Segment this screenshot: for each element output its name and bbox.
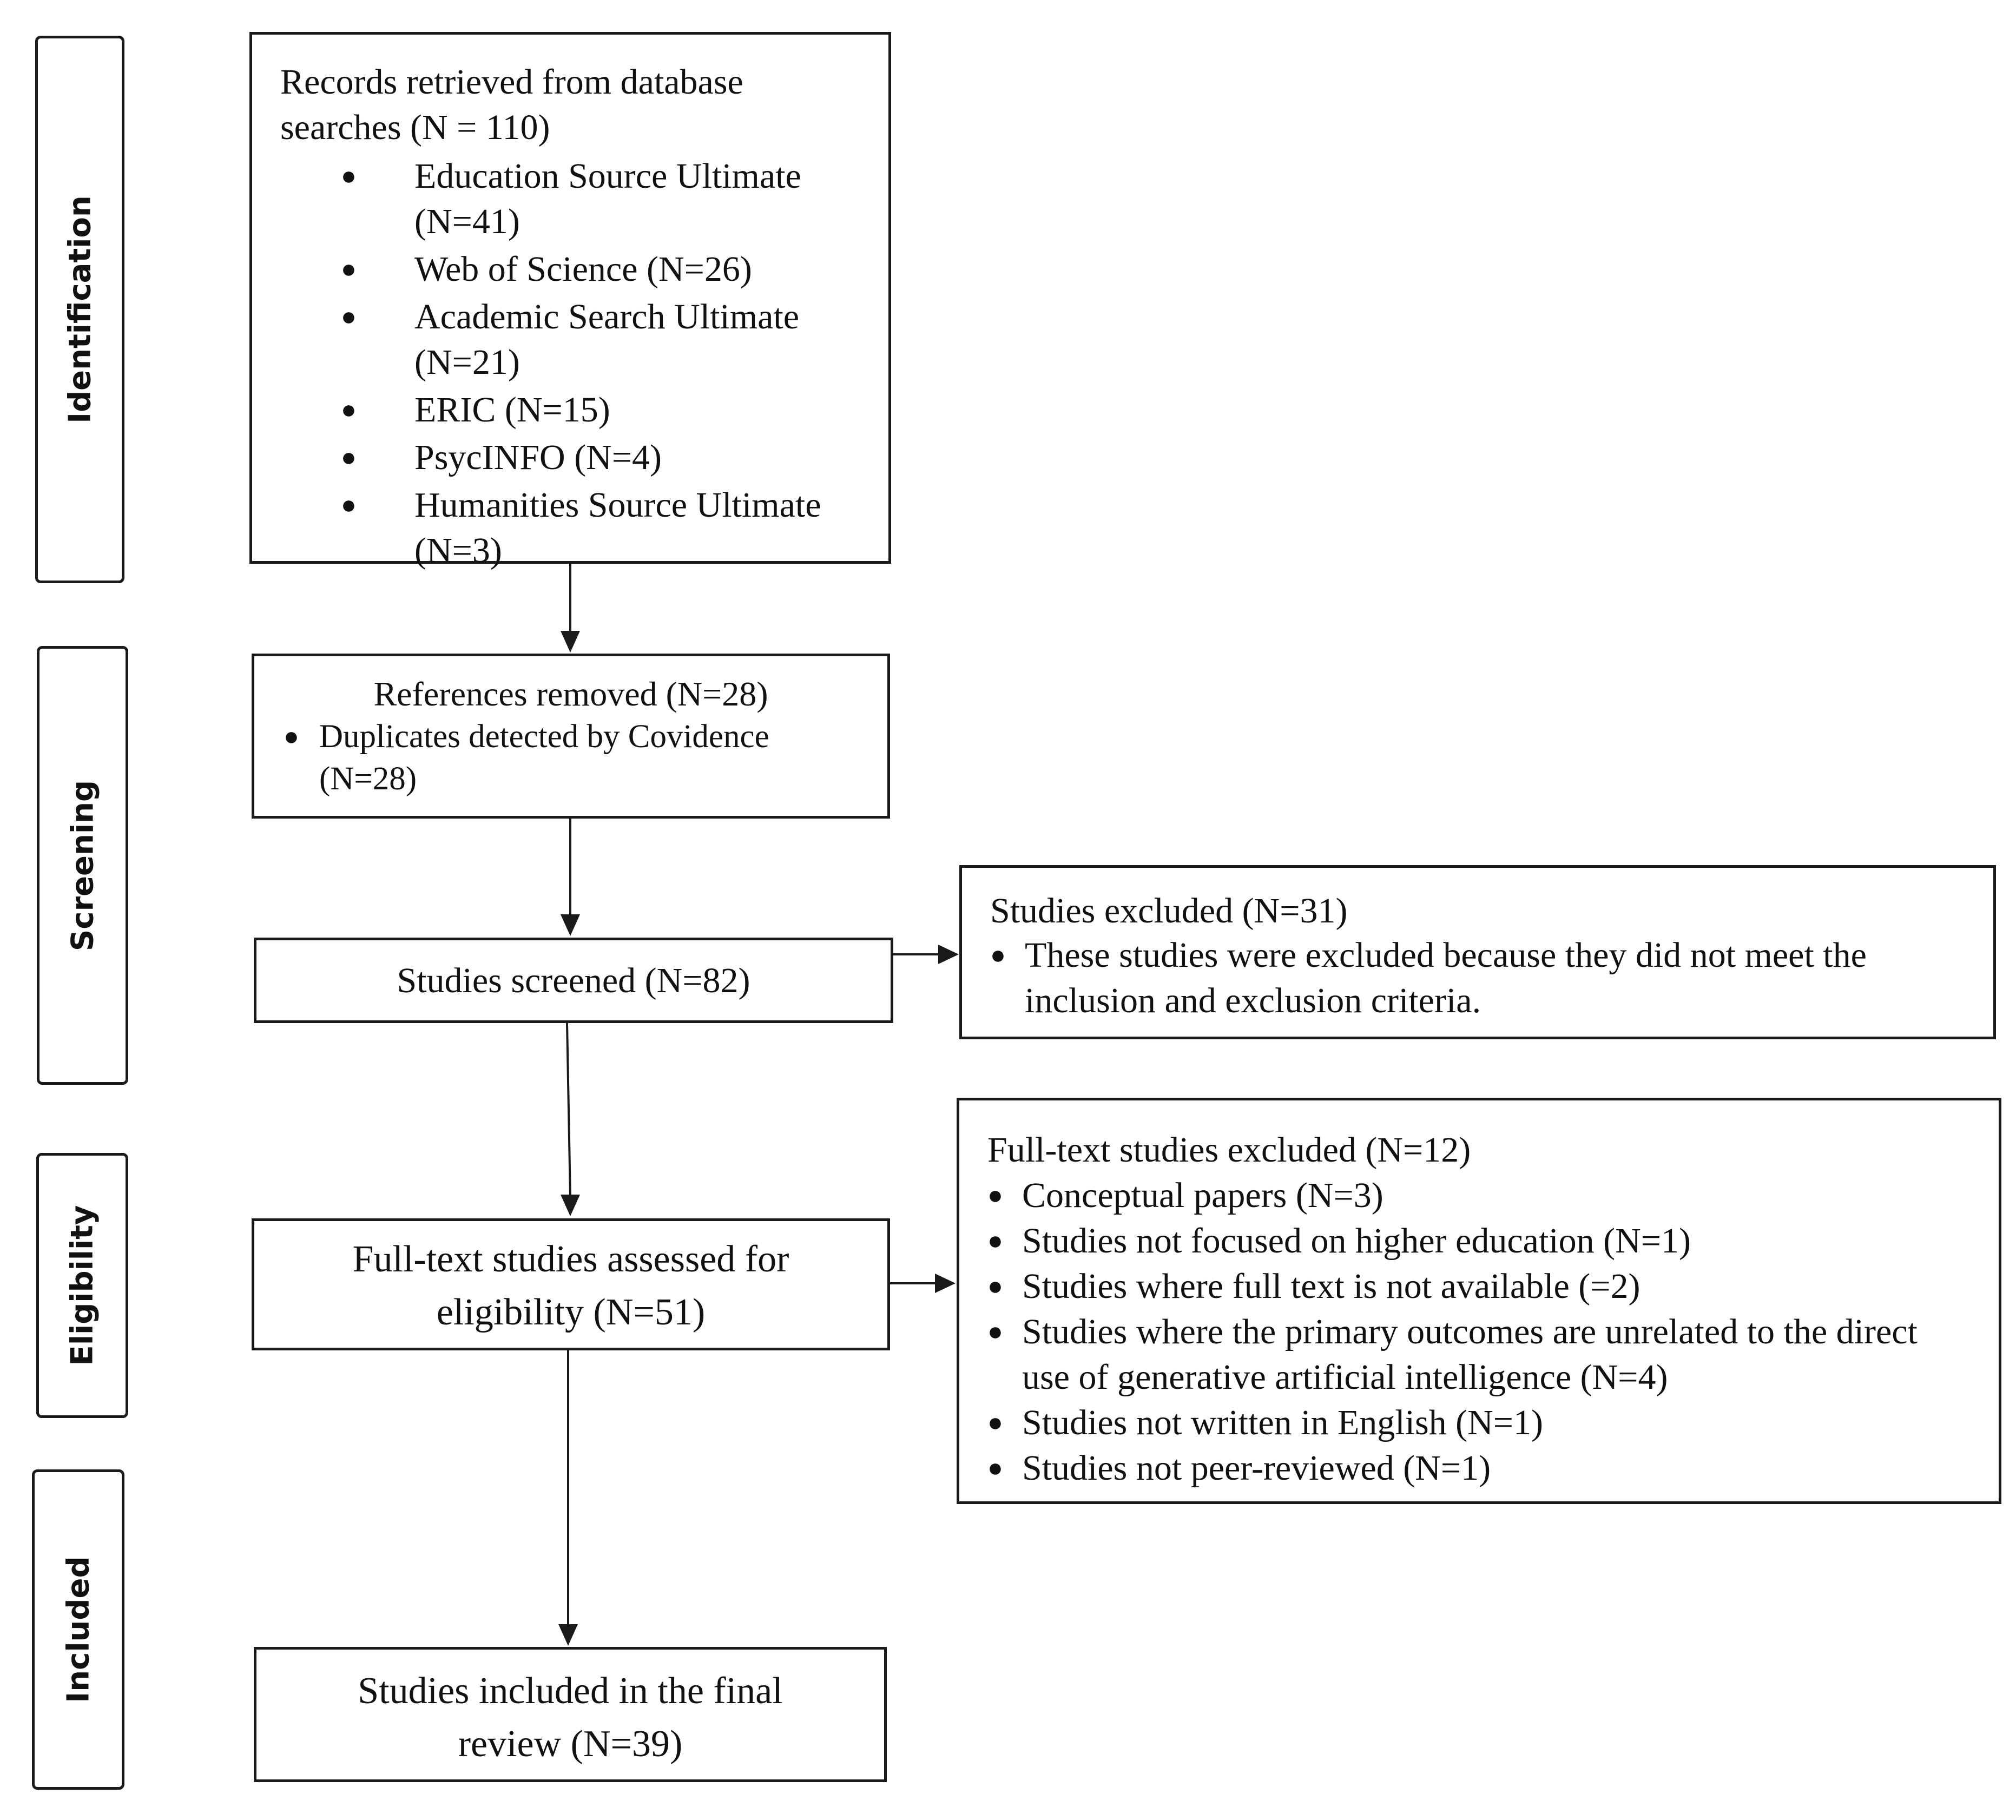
arrowhead-icon xyxy=(561,1195,580,1216)
fulltext-excluded-title: Full-text studies excluded (N=12) xyxy=(987,1130,1471,1170)
records-item: ● Web of Science (N=26) xyxy=(280,247,867,292)
assessed-box: Full-text studies assessed for eligibili… xyxy=(252,1218,890,1350)
bullet-icon: ● xyxy=(284,722,299,751)
bullet-icon: ● xyxy=(987,1226,1003,1255)
arrowhead-icon xyxy=(938,945,959,964)
bullet-icon: ● xyxy=(341,491,357,519)
bullet-icon: ● xyxy=(341,255,357,283)
arrowhead-icon xyxy=(561,914,580,936)
removed-box: References removed (N=28) ● Duplicates d… xyxy=(252,654,890,819)
included-box: Studies included in the final review (N=… xyxy=(254,1647,887,1782)
removed-title: References removed (N=28) xyxy=(373,675,768,713)
fulltext-excluded-item: ● Conceptual papers (N=3) xyxy=(987,1173,1977,1218)
excluded-box: Studies excluded (N=31) ● These studies … xyxy=(959,865,1996,1039)
fulltext-excluded-item: ● Studies where the primary outcomes are… xyxy=(987,1309,1942,1400)
included-title: Studies included in the final review (N=… xyxy=(358,1670,783,1765)
fulltext-excluded-item: ● Studies not peer-reviewed (N=1) xyxy=(987,1446,1977,1491)
screened-box: Studies screened (N=82) xyxy=(254,938,893,1023)
phase-identification: Identification xyxy=(35,36,124,583)
bullet-icon: ● xyxy=(341,162,357,190)
bullet-icon: ● xyxy=(990,941,1006,970)
phase-included: Included xyxy=(32,1469,124,1790)
arrowhead-icon xyxy=(935,1274,956,1293)
bullet-icon: ● xyxy=(987,1272,1003,1301)
removed-item: ● Duplicates detected by Covidence (N=28… xyxy=(276,716,866,800)
bullet-icon: ● xyxy=(341,443,357,472)
fulltext-excluded-item: ● Studies where full text is not availab… xyxy=(987,1264,1977,1309)
arrowhead-icon xyxy=(558,1624,578,1646)
bullet-icon: ● xyxy=(987,1408,1003,1437)
records-item: ● Humanities Source Ultimate (N=3) xyxy=(280,483,867,573)
records-item: ● Education Source Ultimate (N=41) xyxy=(280,154,867,245)
arrowhead-icon xyxy=(561,631,580,652)
records-title: Records retrieved from database searches… xyxy=(280,62,743,147)
screened-title: Studies screened (N=82) xyxy=(397,961,750,1000)
bullet-icon: ● xyxy=(987,1454,1003,1482)
fulltext-excluded-item: ● Studies not written in English (N=1) xyxy=(987,1400,1977,1446)
bullet-icon: ● xyxy=(341,302,357,331)
excluded-title: Studies excluded (N=31) xyxy=(990,891,1348,931)
fulltext-excluded-item: ● Studies not focused on higher educatio… xyxy=(987,1218,1977,1264)
records-item: ● PsycINFO (N=4) xyxy=(280,435,867,480)
bullet-icon: ● xyxy=(987,1181,1003,1210)
fulltext-excluded-box: Full-text studies excluded (N=12) ● Conc… xyxy=(957,1098,2001,1504)
phase-screening: Screening xyxy=(37,646,128,1085)
arrow-screened-to-assessed xyxy=(566,1023,571,1197)
records-item: ● Academic Search Ultimate (N=21) xyxy=(280,294,867,385)
bullet-icon: ● xyxy=(341,395,357,424)
assessed-title: Full-text studies assessed for eligibili… xyxy=(352,1238,789,1333)
records-box: Records retrieved from database searches… xyxy=(249,32,891,570)
excluded-item: ● These studies were excluded because th… xyxy=(990,933,1923,1024)
records-item: ● ERIC (N=15) xyxy=(280,387,867,433)
phase-eligibility: Eligibility xyxy=(36,1153,128,1418)
bullet-icon: ● xyxy=(987,1317,1003,1346)
